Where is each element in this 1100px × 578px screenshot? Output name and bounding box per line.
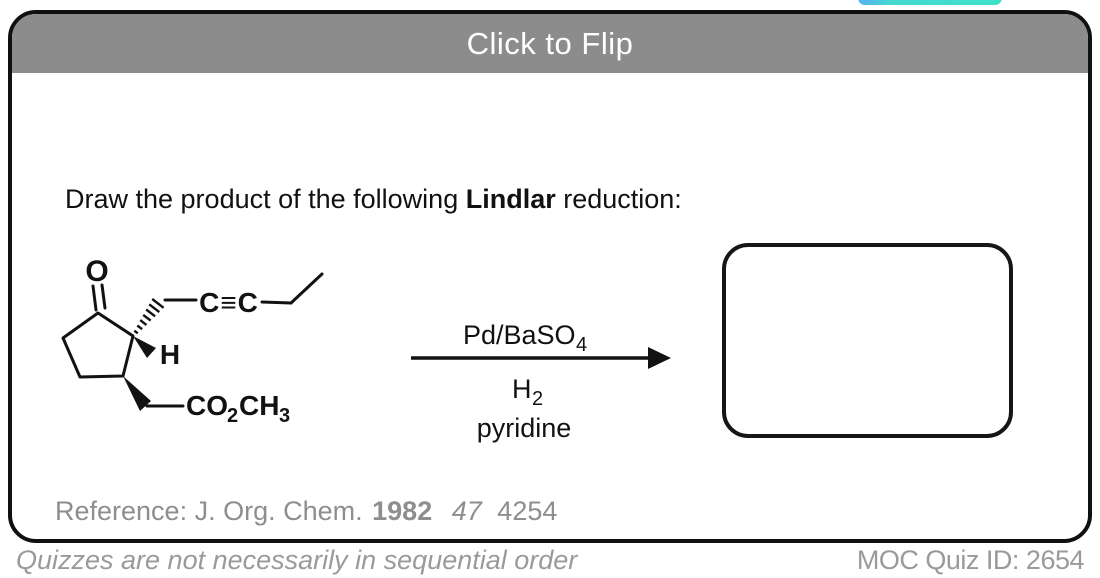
- reagent-above-arrow: Pd/BaSO 4: [463, 320, 587, 356]
- alkyne-chain-bonds: [163, 272, 324, 305]
- question-text: Draw the product of the following Lindla…: [65, 184, 682, 215]
- bold-wedge-h: [133, 336, 156, 358]
- reaction-scheme-drawing: O C≡C H CO 2 CH 3: [61, 255, 671, 443]
- svg-text:CH: CH: [239, 390, 279, 421]
- flip-header-label: Click to Flip: [466, 25, 634, 61]
- reference-page: 4254: [497, 496, 558, 526]
- reference-line: Reference: J. Org. Chem. 1982 47 4254: [55, 496, 557, 527]
- question-bold-term: Lindlar: [465, 184, 556, 214]
- ester-label: CO 2 CH 3: [186, 390, 290, 427]
- svg-text:4: 4: [576, 334, 587, 356]
- stereo-h-label: H: [160, 339, 180, 370]
- reference-label: Reference: J. Org. Chem.: [55, 496, 363, 526]
- svg-text:2: 2: [532, 388, 543, 410]
- question-suffix: reduction:: [555, 184, 682, 214]
- svg-text:CO: CO: [186, 390, 228, 421]
- footer: Quizzes are not necessarily in sequentia…: [16, 545, 1085, 576]
- svg-text:Pd/BaSO: Pd/BaSO: [463, 320, 576, 350]
- partial-top-button[interactable]: [858, 0, 1002, 5]
- answer-box[interactable]: [722, 243, 1013, 438]
- flashcard[interactable]: Click to Flip Draw the product of the fo…: [8, 10, 1092, 543]
- bold-wedge-ester: [123, 376, 151, 411]
- quiz-id: MOC Quiz ID: 2654: [856, 545, 1085, 575]
- reference-year: 1982: [372, 496, 433, 526]
- footer-note: Quizzes are not necessarily in sequentia…: [16, 545, 578, 575]
- reagents-below-arrow: H 2 pyridine: [477, 374, 572, 443]
- alkyne-label: C≡C: [199, 287, 259, 318]
- svg-text:3: 3: [279, 405, 290, 427]
- question-prefix: Draw the product of the following: [65, 184, 466, 214]
- flip-header-bar[interactable]: Click to Flip: [12, 14, 1088, 73]
- hash-wedge-bond: [133, 298, 165, 335]
- carbonyl-oxygen-label: O: [85, 255, 108, 288]
- svg-text:2: 2: [227, 405, 238, 427]
- reference-volume: 47: [451, 496, 482, 526]
- reaction-arrow: [411, 347, 671, 369]
- svg-text:H: H: [512, 374, 532, 404]
- svg-text:pyridine: pyridine: [477, 413, 572, 443]
- cyclopentanone-ring: [61, 283, 135, 379]
